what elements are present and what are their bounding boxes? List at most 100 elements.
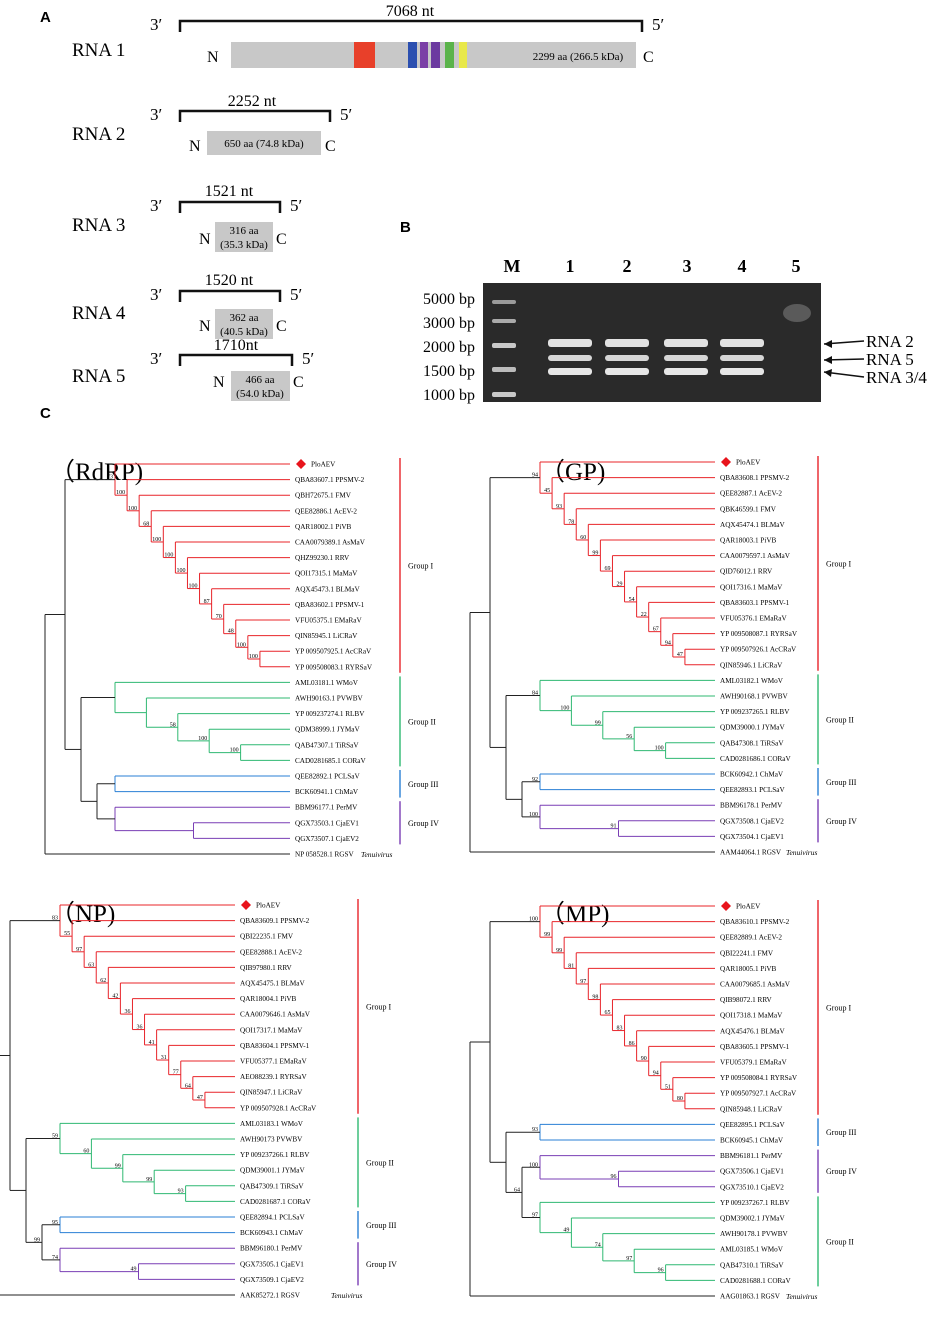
motif-3 (420, 42, 428, 68)
bootstrap-value: 48 (228, 629, 234, 635)
c-terminus: C (293, 374, 304, 391)
taxon-label: QBA83602.1 PPSMV-1 (295, 601, 365, 609)
bootstrap-value: 49 (563, 1228, 569, 1234)
bootstrap-value: 49 (131, 1267, 137, 1273)
lane-4 (720, 339, 764, 375)
ladder-label: 2000 bp (423, 339, 475, 356)
ladder-label: 5000 bp (423, 291, 475, 308)
band-rna34 (720, 368, 764, 375)
outgroup-label: Tenuivirus (361, 850, 392, 859)
ploaev-marker-icon (721, 901, 731, 911)
bootstrap-value: 99 (544, 932, 550, 938)
nucleotide-bracket (178, 19, 644, 32)
bootstrap-value: 55 (64, 931, 70, 937)
taxon-label: VFU05375.1 EMaRaV (295, 617, 362, 625)
panel-label-c: C (40, 405, 51, 422)
bootstrap-value: 99 (146, 1177, 152, 1183)
n-terminus: N (213, 374, 225, 391)
bootstrap-value: 42 (112, 994, 118, 1000)
outgroup-label: Tenuivirus (786, 848, 817, 857)
segment-length: 7068 nt (386, 3, 435, 20)
segment-name: RNA 5 (72, 366, 125, 387)
taxon-label: YP 009237267.1 RLBV (720, 1199, 790, 1207)
taxon-label: CAA0079597.1 AsMaV (720, 552, 791, 560)
group-label: Group III (826, 778, 857, 787)
group-label: Group IV (826, 817, 857, 826)
taxon-label: QIN85946.1 LiCRaV (720, 661, 783, 669)
bootstrap-value: 93 (532, 1127, 538, 1133)
c-terminus: C (276, 231, 287, 248)
bootstrap-value: 100 (164, 553, 173, 559)
taxon-label: YP 009508087.1 RYRSaV (720, 630, 798, 638)
panel-label-a: A (40, 9, 51, 26)
taxon-label: QAB47308.1 TiRSaV (720, 739, 784, 747)
taxon-label: CAD0281687.1 CORaV (240, 1198, 311, 1206)
arrow-label: RNA 2 (866, 332, 914, 351)
taxon-label: QBH72675.1 FMV (295, 492, 352, 500)
tree-rdrp: （RdRP)1001004870871001001001006810010073… (44, 458, 439, 859)
prime5-label: 5′ (652, 15, 664, 34)
motif-2 (408, 42, 417, 68)
bootstrap-value: 68 (143, 521, 149, 527)
band-rna5 (664, 355, 708, 361)
bootstrap-value: 100 (189, 584, 198, 590)
group-label: Group II (366, 1158, 394, 1167)
taxon-label: CAD0281685.1 CORaV (295, 757, 366, 765)
taxon-label: QDM39000.1 JYMaV (720, 724, 785, 732)
bootstrap-value: 69 (604, 566, 610, 572)
band-rna5 (720, 355, 764, 361)
taxon-label: YP 009237266.1 RLBV (240, 1151, 310, 1159)
tree-title: （MP) (540, 900, 609, 928)
bootstrap-value: 94 (653, 1071, 659, 1077)
taxon-label: AML03181.1 WMoV (295, 679, 359, 687)
taxon-label: YP 009507927.1 AcCRaV (720, 1090, 797, 1098)
bootstrap-value: 100 (655, 746, 664, 752)
taxon-label: VFU05376.1 EMaRaV (720, 615, 787, 623)
bootstrap-value: 64 (514, 1187, 520, 1193)
band-rna34 (548, 368, 592, 375)
taxon-label: QGX73504.1 CjaEV1 (720, 833, 784, 841)
taxon-label: QGX73503.1 CjaEV1 (295, 819, 359, 827)
band-rna34 (605, 368, 649, 375)
lane-label-1: 1 (566, 256, 575, 276)
segment-name: RNA 4 (72, 303, 126, 324)
segment-name: RNA 3 (72, 215, 125, 236)
taxon-label: QID76012.1 RRV (720, 568, 773, 576)
bootstrap-value: 45 (544, 488, 550, 494)
band-rna2 (605, 339, 649, 347)
taxon-label: YP 009507925.1 AcCRaV (295, 648, 372, 656)
bootstrap-value: 41 (149, 1040, 155, 1046)
segment-rna1: RNA 1 3′ 5′ 7068 nt N 2299 aa (266.5 kDa… (72, 3, 664, 68)
group-label: Group III (408, 780, 439, 789)
taxon-label: QEE82887.1 AcEV-2 (720, 490, 782, 498)
motif-5 (445, 42, 454, 68)
bootstrap-value: 100 (128, 506, 137, 512)
taxon-label: AQX45473.1 BLMaV (295, 585, 360, 593)
taxon-label: YP 009237265.1 RLBV (720, 708, 790, 716)
taxon-label: AWH90163.1 PVWBV (295, 695, 364, 703)
taxon-label: AML03182.1 WMoV (720, 677, 784, 685)
bootstrap-value: 83 (52, 916, 58, 922)
taxon-label: VFU05377.1 EMaRaV (240, 1058, 307, 1066)
group-label: Group IV (408, 819, 439, 828)
bootstrap-value: 83 (617, 1026, 623, 1032)
taxon-label: AQX45476.1 BLMaV (720, 1027, 785, 1035)
gel-panel: M 1 2 3 4 5 (423, 256, 927, 404)
taxon-label: AAG01863.1 RGSV (720, 1293, 781, 1301)
group-label: Group III (826, 1128, 857, 1137)
protein-label: 362 aa (229, 312, 258, 324)
segment-length: 1710nt (214, 337, 259, 354)
nucleotide-bracket (178, 200, 282, 213)
taxon-label: CAD0281686.1 CORaV (720, 755, 791, 763)
c-terminus: C (276, 318, 287, 335)
taxon-label: AML03183.1 WMoV (240, 1120, 304, 1128)
tree-gp: （GP)479467225429699960789345941005699100… (469, 456, 857, 857)
bootstrap-value: 56 (626, 734, 632, 740)
taxon-label: QDM39001.1 JYMaV (240, 1167, 305, 1175)
taxon-label: YP 009507928.1 AcCRaV (240, 1104, 317, 1112)
ladder-band (492, 367, 516, 372)
prime3-label: 3′ (150, 196, 162, 215)
bootstrap-value: 90 (641, 1056, 647, 1062)
bootstrap-value: 47 (197, 1095, 203, 1101)
taxon-label: CAD0281688.1 CORaV (720, 1277, 791, 1285)
